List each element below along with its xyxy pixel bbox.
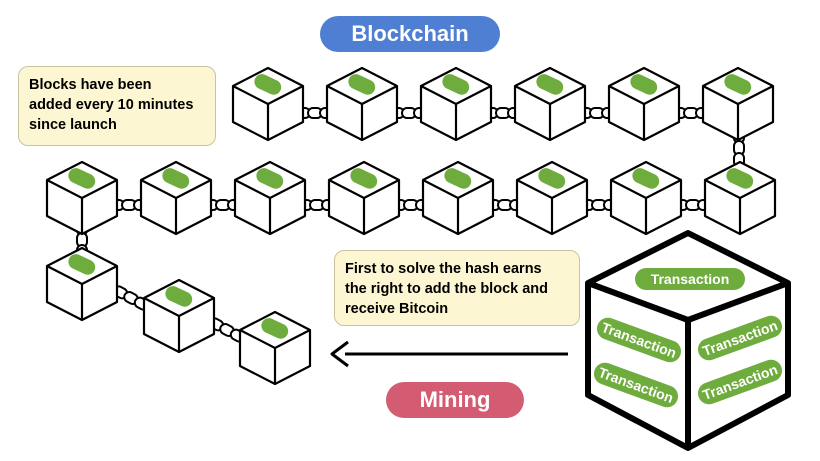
block: [421, 160, 495, 236]
block-data-pill: [162, 168, 190, 189]
block: [45, 246, 119, 322]
block-data-pill: [261, 318, 289, 339]
block: [419, 66, 493, 142]
block: [327, 160, 401, 236]
block-data-pill: [256, 168, 284, 189]
block-data-pill: [444, 168, 472, 189]
block: [45, 160, 119, 236]
block: [142, 278, 216, 354]
block-data-pill: [726, 168, 754, 189]
block-data-pill: [724, 74, 752, 95]
mining-label: Mining: [386, 382, 524, 418]
block-data-pill: [630, 74, 658, 95]
arrow-head-icon: [330, 340, 349, 368]
blocks-callout: Blocks have been added every 10 minutes …: [18, 66, 216, 146]
mining-callout: First to solve the hash earns the right …: [334, 250, 580, 326]
block: [701, 66, 775, 142]
block: [233, 160, 307, 236]
block: [238, 310, 312, 386]
block: [607, 66, 681, 142]
block-data-pill: [348, 74, 376, 95]
transaction-pill: Transaction: [635, 268, 745, 290]
block-data-pill: [538, 168, 566, 189]
block: [513, 66, 587, 142]
block-data-pill: [68, 168, 96, 189]
block: [139, 160, 213, 236]
block-data-pill: [350, 168, 378, 189]
block-data-pill: [165, 286, 193, 307]
block-data-pill: [442, 74, 470, 95]
blockchain-title: Blockchain: [320, 16, 500, 52]
block: [703, 160, 777, 236]
transaction-label: Transaction: [651, 271, 730, 287]
block-data-pill: [68, 254, 96, 275]
block: [515, 160, 589, 236]
block: [609, 160, 683, 236]
block-data-pill: [254, 74, 282, 95]
block: [325, 66, 399, 142]
block: [231, 66, 305, 142]
block-data-pill: [632, 168, 660, 189]
block-data-pill: [536, 74, 564, 95]
